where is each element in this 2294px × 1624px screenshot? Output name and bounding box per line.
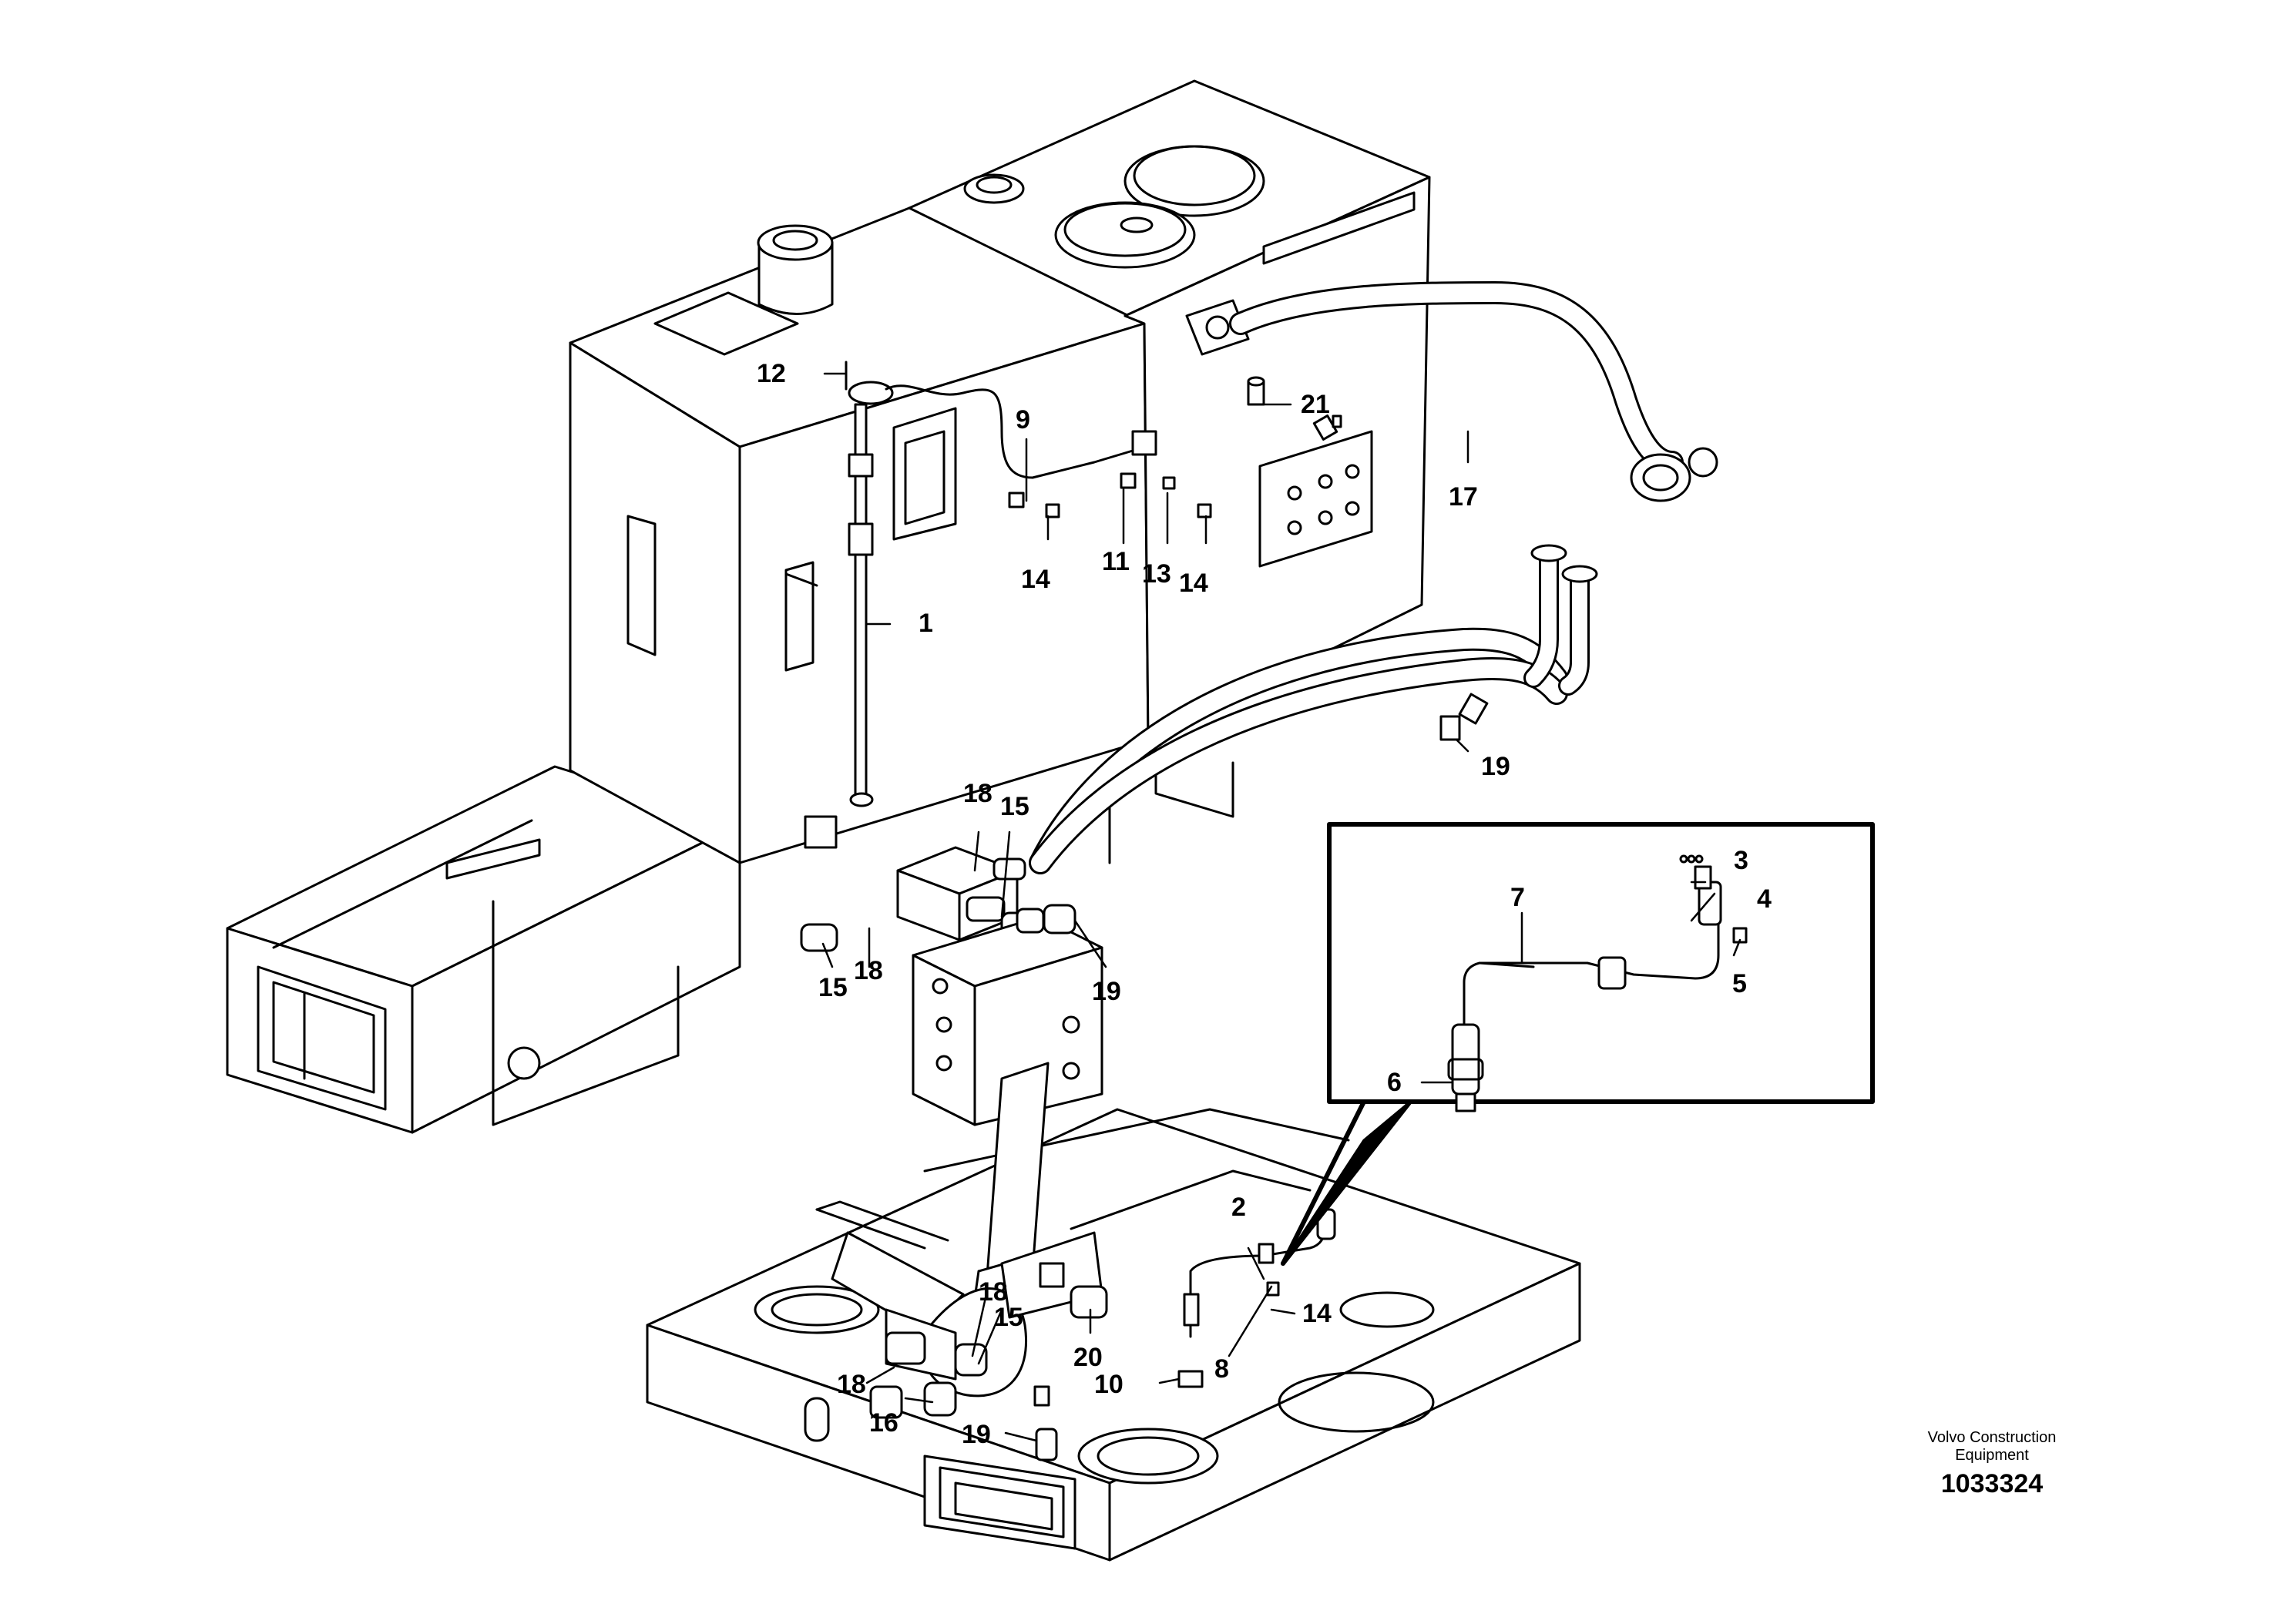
- left-frame: [226, 765, 741, 1134]
- callout-14a: 14: [1021, 565, 1050, 594]
- drawing-number: 1033324: [1940, 1469, 2044, 1498]
- inset-detail: [1281, 822, 1875, 1266]
- callout-4: 4: [1757, 884, 1772, 914]
- callout-10: 10: [1094, 1370, 1123, 1399]
- callout-2: 2: [1231, 1193, 1246, 1222]
- callout-18a: 18: [963, 779, 992, 808]
- callout-3: 3: [1734, 846, 1748, 875]
- pressure-sensors-top: [1247, 376, 1489, 741]
- callout-16: 16: [869, 1408, 898, 1438]
- credit-brand-line1: Volvo Construction: [1927, 1429, 2057, 1446]
- valve-block: [800, 846, 1103, 1126]
- callout-12: 12: [757, 359, 786, 388]
- callout-6: 6: [1387, 1068, 1402, 1097]
- callout-19a: 19: [1481, 752, 1510, 781]
- hydraulic-tank: [569, 79, 1431, 864]
- callout-18c: 18: [979, 1277, 1008, 1307]
- callout-9: 9: [1016, 405, 1030, 435]
- return-hoses: [1029, 544, 1598, 874]
- callout-1: 1: [919, 609, 933, 638]
- credit-brand-line2: Equipment: [1955, 1447, 2029, 1464]
- callout-19b: 19: [1092, 977, 1121, 1006]
- callout-18b: 18: [854, 956, 883, 985]
- callout-18d: 18: [837, 1370, 866, 1399]
- callout-20: 20: [1073, 1343, 1103, 1372]
- suction-hose: [1229, 281, 1718, 502]
- callout-21: 21: [1301, 390, 1330, 419]
- lower-frame: [646, 1108, 1581, 1562]
- callout-15a: 15: [1000, 792, 1029, 821]
- leader-lines: [821, 372, 1741, 1442]
- callout-7: 7: [1510, 883, 1525, 912]
- callout-8: 8: [1214, 1354, 1229, 1384]
- callout-17: 17: [1449, 482, 1478, 512]
- callout-19c: 19: [962, 1420, 991, 1449]
- callout-5: 5: [1732, 969, 1747, 998]
- callout-11: 11: [1102, 547, 1130, 576]
- callout-15c: 15: [994, 1303, 1023, 1332]
- pilot-valve-assembly: [815, 1062, 1108, 1461]
- callout-14c: 14: [1302, 1299, 1332, 1328]
- callout-14b: 14: [1179, 569, 1208, 598]
- level-sensor-assembly: [845, 361, 1212, 807]
- drawing-credit: Volvo Construction Equipment 1033324: [1903, 1429, 2081, 1499]
- callout-13: 13: [1142, 559, 1171, 589]
- harness-lower: [1177, 1208, 1336, 1388]
- callout-15b: 15: [818, 973, 848, 1002]
